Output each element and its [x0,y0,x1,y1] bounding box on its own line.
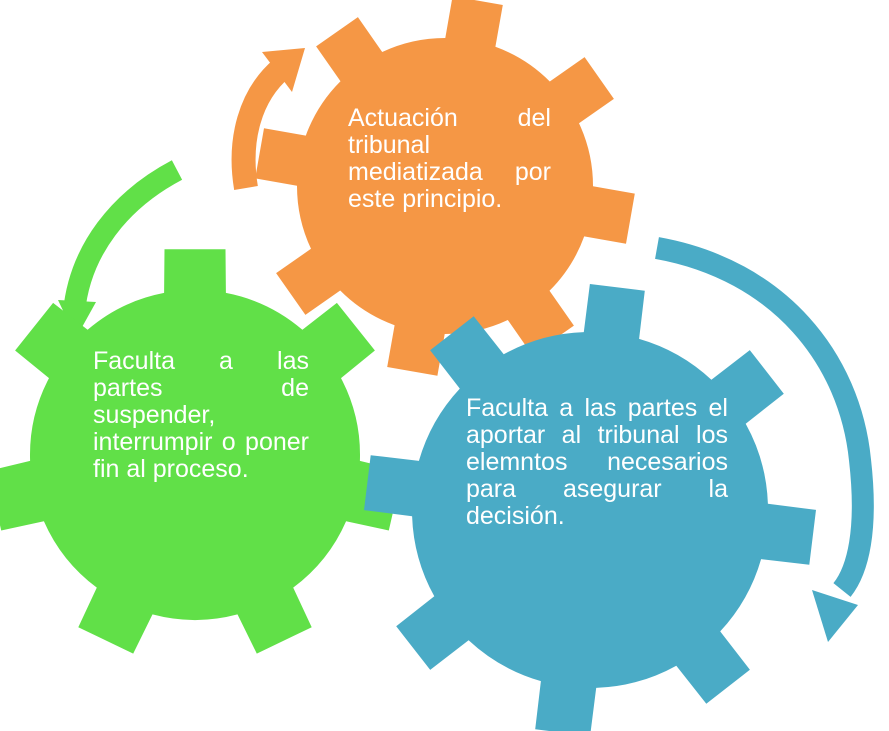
blue-gear [364,284,816,731]
green-gear-label: Faculta a las partes de suspender, inter… [93,347,309,483]
blue-gear-label: Faculta a las partes el aportar al tribu… [466,394,728,530]
cycle-arrow-orange [231,48,305,190]
cycle-arrow-blue [655,237,874,642]
green-gear [0,249,403,654]
orange-gear-label: Actuación del tribunal mediatizada por e… [348,104,551,213]
orange-gear [255,0,635,376]
cycle-arrow-green [58,160,183,338]
